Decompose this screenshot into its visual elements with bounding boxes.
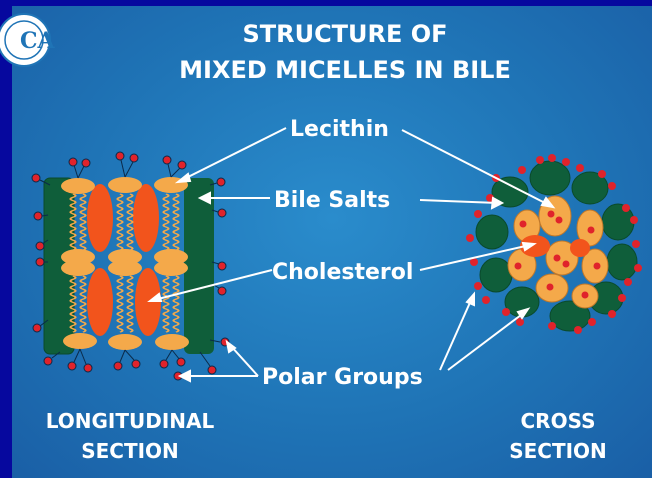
lecithin-head: [61, 178, 95, 194]
lecithin-head: [61, 260, 95, 276]
section-longitudinal-line-2: SECTION: [81, 439, 179, 463]
lecithin-head: [108, 177, 142, 193]
cholesterol-mol: [133, 184, 159, 252]
title-line-1: STRUCTURE OF: [242, 20, 447, 48]
label-lecithin: Lecithin: [290, 117, 389, 142]
cholesterol-mol: [570, 239, 590, 257]
cross-section-drawing: [466, 154, 642, 334]
bile-salt-right: [184, 178, 214, 354]
section-cross-line-2: SECTION: [509, 439, 607, 463]
label-cholesterol: Cholesterol: [272, 260, 413, 285]
lecithin-head: [108, 334, 142, 350]
lecithin-head: [108, 260, 142, 276]
section-cross-line-1: CROSS: [521, 409, 596, 433]
lecithin-head: [155, 334, 189, 350]
section-longitudinal-line-1: LONGITUDINAL: [46, 409, 215, 433]
cholesterol-mol: [87, 184, 113, 252]
lecithin-head: [154, 260, 188, 276]
logo-text: CA: [20, 28, 56, 54]
title-line-2: MIXED MICELLES IN BILE: [179, 56, 511, 84]
lecithin-head: [63, 333, 97, 349]
label-bile-salts: Bile Salts: [274, 188, 390, 213]
logo-seal: CA: [0, 14, 56, 66]
label-polar-groups: Polar Groups: [262, 365, 423, 390]
cholesterol-mol: [87, 268, 113, 336]
longitudinal-section-drawing: [32, 152, 229, 380]
